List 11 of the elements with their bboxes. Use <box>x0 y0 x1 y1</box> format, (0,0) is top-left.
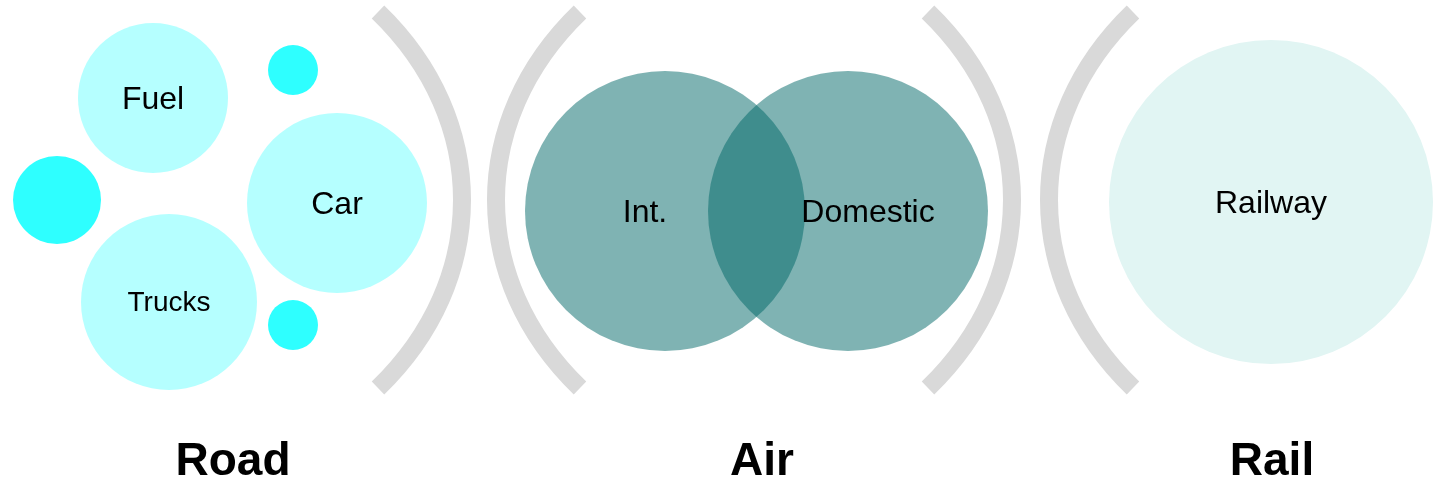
circle-label: Car <box>311 184 363 222</box>
circle-label: Int. <box>622 192 668 230</box>
bubble-circle <box>268 45 318 95</box>
category-heading: Rail <box>1229 432 1315 484</box>
circle-label: Fuel <box>121 79 185 117</box>
circle-label: Trucks <box>127 286 211 318</box>
circle-label: Domestic <box>801 192 935 230</box>
category-heading: Road <box>175 432 291 484</box>
category-heading: Air <box>730 432 794 484</box>
circle-label: Railway <box>1215 183 1327 221</box>
bubble-circle <box>268 300 318 350</box>
